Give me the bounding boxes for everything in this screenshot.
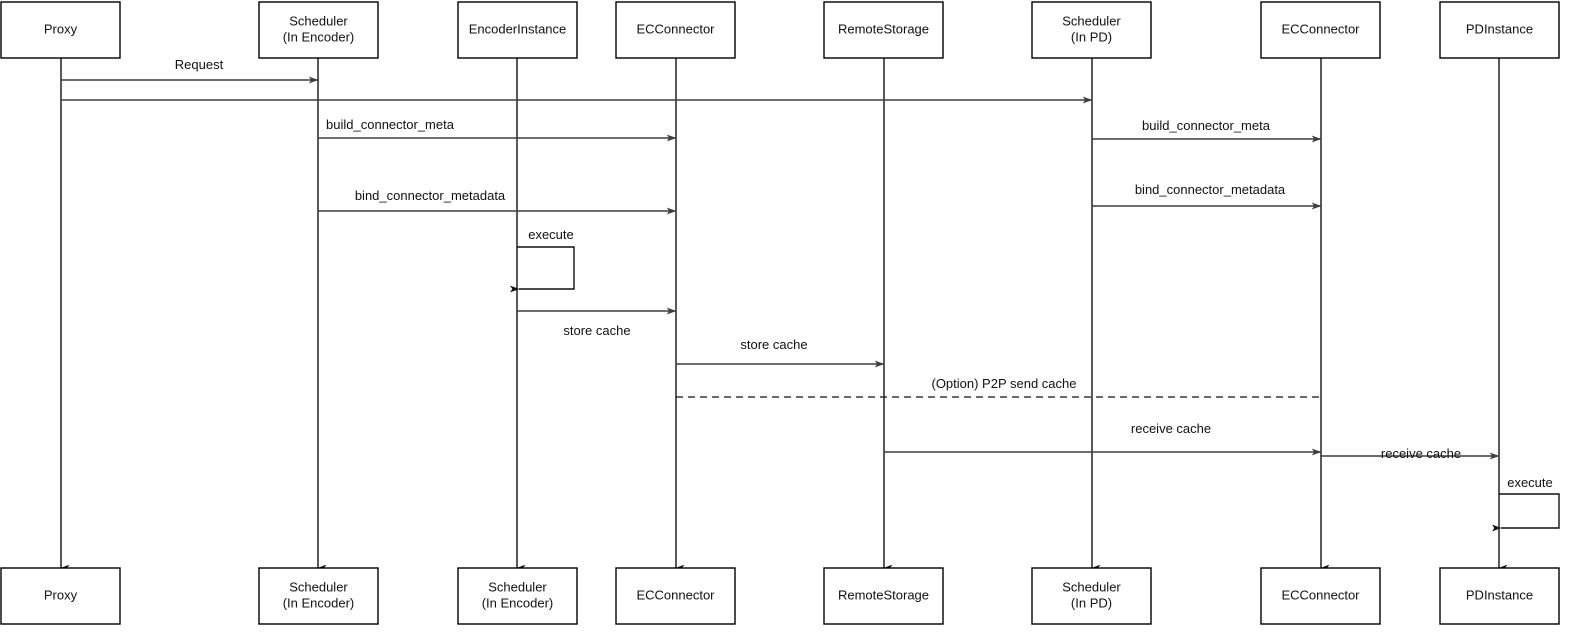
message-label-m12: receive cache: [1381, 446, 1461, 461]
lifelines-group: [60, 58, 1508, 572]
self-message-label-s1: execute: [528, 227, 574, 242]
participant-top-scheduler-pd[interactable]: Scheduler(In PD): [1031, 1, 1152, 59]
participant-bottom-ec-connector-enc[interactable]: ECConnector: [615, 567, 736, 625]
participant-top-label: Scheduler: [289, 13, 348, 28]
participant-bottom-encoder-instance[interactable]: Scheduler(In Encoder): [457, 567, 578, 625]
participant-top-remote-storage[interactable]: RemoteStorage: [823, 1, 944, 59]
self-message-loop-s1: [510, 246, 575, 293]
message-label-m6: bind_connector_metadata: [1135, 182, 1286, 197]
participant-top-label: RemoteStorage: [838, 21, 929, 36]
participant-top-ec-connector-enc[interactable]: ECConnector: [615, 1, 736, 59]
participant-bottom-label: ECConnector: [1281, 587, 1360, 602]
participant-top-ec-connector-pd[interactable]: ECConnector: [1260, 1, 1381, 59]
message-label-m8: store cache: [563, 323, 630, 338]
participant-bottom-label: (In Encoder): [482, 595, 554, 610]
participant-bottom-label: (In Encoder): [283, 595, 355, 610]
participant-top-label: EncoderInstance: [469, 21, 567, 36]
participant-bottom-label: Scheduler: [289, 579, 348, 594]
participant-bottom-pd-instance[interactable]: PDInstance: [1439, 567, 1560, 625]
participant-top-label: ECConnector: [636, 21, 715, 36]
participant-top-label: PDInstance: [1466, 21, 1533, 36]
participant-top-label: Scheduler: [1062, 13, 1121, 28]
participant-bottom-ec-connector-pd[interactable]: ECConnector: [1260, 567, 1381, 625]
participant-bottom-scheduler-encoder[interactable]: Scheduler(In Encoder): [258, 567, 379, 625]
participant-top-scheduler-encoder[interactable]: Scheduler(In Encoder): [258, 1, 379, 59]
message-label-m3: build_connector_meta: [326, 117, 455, 132]
participant-bottom-remote-storage[interactable]: RemoteStorage: [823, 567, 944, 625]
participant-top-label: (In Encoder): [283, 29, 355, 44]
participant-top-encoder-instance[interactable]: EncoderInstance: [457, 1, 578, 59]
participant-top-label: ECConnector: [1281, 21, 1360, 36]
participant-top-label: Proxy: [44, 21, 78, 36]
participant-bottom-label: RemoteStorage: [838, 587, 929, 602]
self-message-loop-s2: [1492, 493, 1560, 532]
participant-bottom-label: (In PD): [1071, 595, 1112, 610]
participant-bottom-label: Scheduler: [1062, 579, 1121, 594]
message-label-m11: receive cache: [1131, 421, 1211, 436]
message-label-m1: Request: [175, 57, 224, 72]
self-message-label-s2: execute: [1507, 475, 1553, 490]
message-label-m9: store cache: [740, 337, 807, 352]
message-label-m4: build_connector_meta: [1142, 118, 1271, 133]
participant-top-proxy[interactable]: Proxy: [0, 1, 121, 59]
participant-bottom-label: ECConnector: [636, 587, 715, 602]
participant-bottom-label: Proxy: [44, 587, 78, 602]
messages-group: Request build_connector_meta build_connect…: [61, 57, 1560, 532]
participant-top-pd-instance[interactable]: PDInstance: [1439, 1, 1560, 59]
message-label-m5: bind_connector_metadata: [355, 188, 506, 203]
participant-top-label: (In PD): [1071, 29, 1112, 44]
message-label-m10: (Option) P2P send cache: [931, 376, 1076, 391]
participant-bottom-label: Scheduler: [488, 579, 547, 594]
participant-bottom-proxy[interactable]: Proxy: [0, 567, 121, 625]
participant-bottom-scheduler-pd[interactable]: Scheduler(In PD): [1031, 567, 1152, 625]
participant-bottom-label: PDInstance: [1466, 587, 1533, 602]
